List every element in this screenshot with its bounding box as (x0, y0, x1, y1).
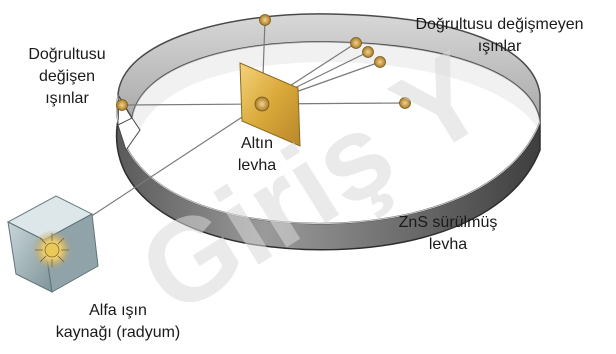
label-line: ışınlar (383, 36, 616, 58)
label-deflected-rays: Doğrultusu değişen ışınlar (8, 44, 126, 110)
impact-spot (255, 97, 269, 111)
label-zns-screen: ZnS sürülmüş levha (388, 212, 508, 256)
label-line: kaynağı (radyum) (8, 322, 228, 344)
label-line: levha (218, 155, 296, 177)
label-undeflected-rays: Doğrultusu değişmeyen ışınlar (383, 14, 616, 58)
label-line: ZnS sürülmüş (388, 212, 508, 234)
label-line: Altın (218, 133, 296, 155)
label-line: levha (388, 234, 508, 256)
label-gold-foil: Altın levha (218, 133, 296, 177)
label-line: Doğrultusu değişmeyen (383, 14, 616, 36)
label-line: ışınlar (8, 88, 126, 110)
label-line: Alfa ışın (8, 300, 228, 322)
label-line: değişen (8, 66, 126, 88)
alpha-source-box (8, 196, 98, 292)
label-line: Doğrultusu (8, 44, 126, 66)
label-alpha-source: Alfa ışın kaynağı (radyum) (8, 300, 228, 344)
